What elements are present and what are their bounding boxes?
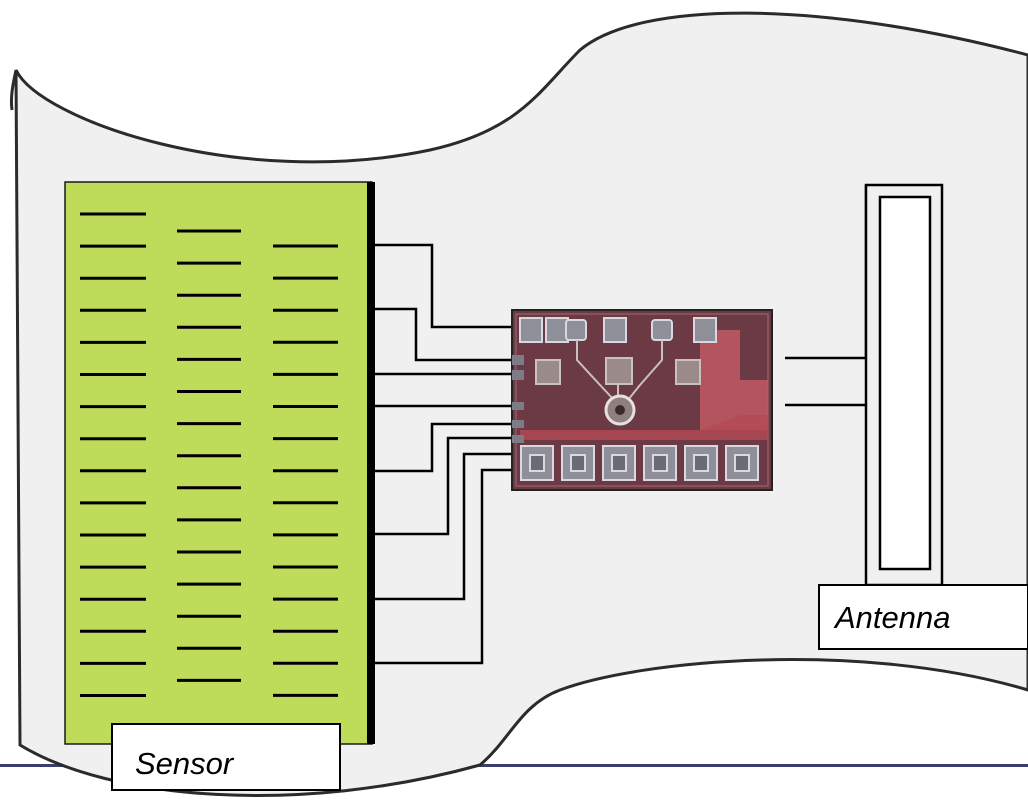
- wire-8: [372, 468, 512, 665]
- sensor-bus-bar: [367, 182, 375, 744]
- footer-rule: [0, 764, 1028, 767]
- substrate-curl-edge: [10, 69, 18, 111]
- wire-5: [372, 422, 512, 473]
- chip-bond-pad: [684, 445, 718, 481]
- sensor-array: [64, 181, 375, 745]
- wire-2: [372, 307, 512, 362]
- sensor-pad: [64, 181, 373, 745]
- chip-bond-pad-inner: [611, 454, 627, 472]
- sensor-label-box: [111, 723, 341, 791]
- chip-bond-pad-inner: [570, 454, 586, 472]
- sensor-label: Sensor: [135, 746, 235, 781]
- sensor-electrode-lines: [80, 212, 338, 697]
- chip-bond-pad-inner: [734, 454, 750, 472]
- chip-bond-pad-inner: [652, 454, 668, 472]
- microchip-die-icon: [511, 309, 773, 491]
- wire-7: [372, 452, 512, 601]
- wire-6: [372, 436, 512, 536]
- sensor-chip-wires: [372, 243, 512, 665]
- antenna-label-box: [818, 584, 1028, 650]
- wire-1: [372, 243, 512, 329]
- chip-bond-pad-inner: [529, 454, 545, 472]
- antenna-label: Antenna: [833, 600, 951, 635]
- dipole-antenna-icon: [864, 183, 944, 587]
- chip-bond-pad-inner: [693, 454, 709, 472]
